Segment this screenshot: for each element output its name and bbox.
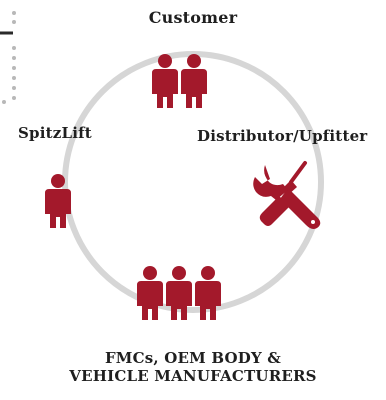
spitzlift-label: SpitzLift xyxy=(18,124,92,142)
manufacturers-label: FMCs, OEM BODY & VEHICLE MANUFACTURERS xyxy=(0,349,386,385)
wrench-screwdriver-icon xyxy=(253,161,321,229)
customer-label: Customer xyxy=(148,8,238,27)
manufacturers-label-line1: FMCs, OEM BODY & xyxy=(104,349,282,367)
distributor-upfitter-label: Distributor/Upfitter xyxy=(197,127,368,145)
dotted-bracket xyxy=(0,11,16,104)
two-person-icon xyxy=(152,54,207,108)
cycle-ring xyxy=(62,51,324,313)
manufacturers-label-line2: VEHICLE MANUFACTURERS xyxy=(69,367,317,385)
